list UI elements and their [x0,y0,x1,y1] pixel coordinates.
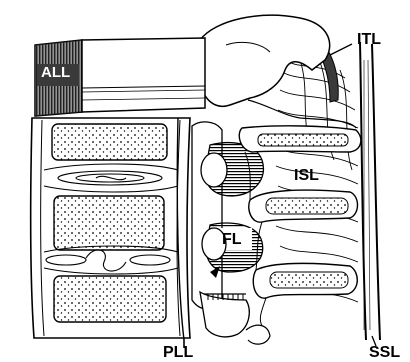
label-all: ALL [41,65,70,80]
spinous-process-2 [249,190,358,222]
vertebral-body-3 [54,276,166,322]
spinous-process-1 [239,126,361,152]
lower-articular-process [200,292,270,344]
label-pll: PLL [163,345,193,361]
label-fl: FL [222,232,242,248]
vertebral-body-1 [52,124,167,160]
label-leader-lines [184,336,376,348]
label-ssl: SSL [369,345,400,361]
spinous-process-3 [253,263,357,298]
label-isl: ISL [294,168,319,184]
upper-vertebral-body [82,38,205,112]
supraspinous-ligament [360,42,380,340]
label-itl: ITL [357,32,381,48]
vertebral-body-2 [54,196,164,250]
